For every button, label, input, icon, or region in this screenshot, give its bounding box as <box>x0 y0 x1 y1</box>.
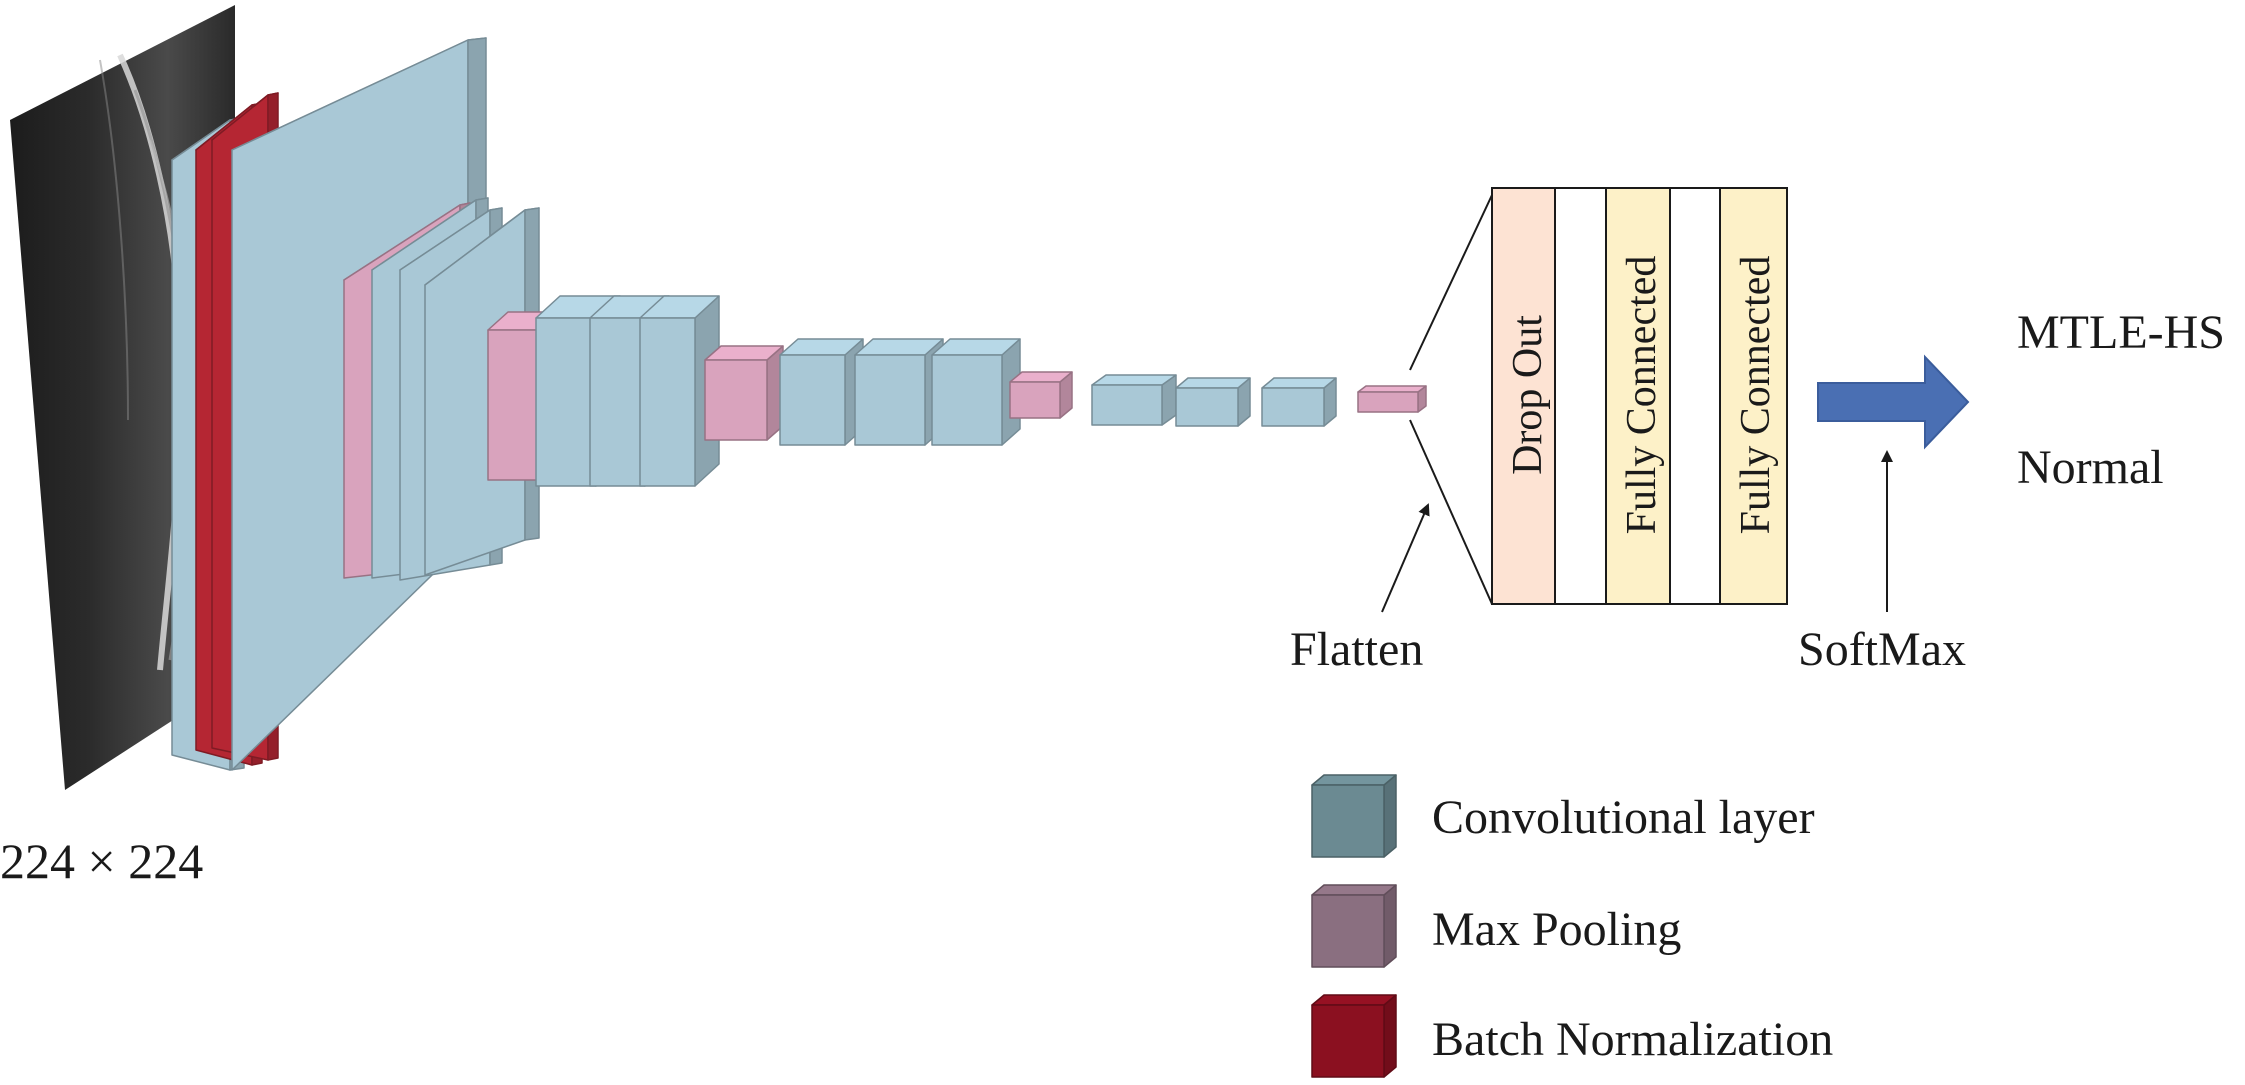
layer-conv-5c <box>1261 377 1337 427</box>
layer-pool-4 <box>704 345 784 441</box>
layer-conv-4b <box>854 338 944 446</box>
output-arrow <box>1817 354 1970 450</box>
flatten-label: Flatten <box>1290 623 1424 676</box>
legend-swatch-batch-normalization <box>1311 994 1397 1078</box>
output-class-normal: Normal <box>2017 441 2164 494</box>
layer-pool-6 <box>1357 385 1427 413</box>
dense-block <box>1491 187 1788 605</box>
dense-layer-label-fc1: Fully Connected <box>1619 255 1665 535</box>
dense-layer-fc1 <box>1605 187 1671 605</box>
connector-line-top <box>1409 194 1493 371</box>
flatten-arrow <box>1381 503 1430 613</box>
legend-label-max-pooling: Max Pooling <box>1432 903 1682 956</box>
output-class-mtle-hs: MTLE-HS <box>2017 306 2225 359</box>
legend-swatch-max-pooling <box>1311 884 1397 968</box>
layer-conv-4a <box>779 338 864 446</box>
dense-gap-2 <box>1669 187 1721 605</box>
dense-gap-1 <box>1554 187 1607 605</box>
softmax-label: SoftMax <box>1798 623 1966 676</box>
dense-layer-label-fc2: Fully Connected <box>1733 255 1779 535</box>
legend-swatch-convolutional-layer <box>1311 774 1397 858</box>
layer-conv-5a <box>1091 374 1177 426</box>
layer-conv-4c <box>931 338 1021 446</box>
dense-layer-label-dropout: Drop Out <box>1505 315 1551 475</box>
input-size-label: 224 × 224 <box>0 833 204 889</box>
layer-conv-5b <box>1175 377 1251 427</box>
connector-line-bottom <box>1409 419 1493 605</box>
legend-label-batch-normalization: Batch Normalization <box>1432 1013 1834 1066</box>
dense-layer-dropout <box>1491 187 1556 605</box>
layer-pool-5 <box>1009 371 1073 419</box>
legend-label-convolutional-layer: Convolutional layer <box>1432 791 1815 844</box>
dense-layer-fc2 <box>1719 187 1788 605</box>
